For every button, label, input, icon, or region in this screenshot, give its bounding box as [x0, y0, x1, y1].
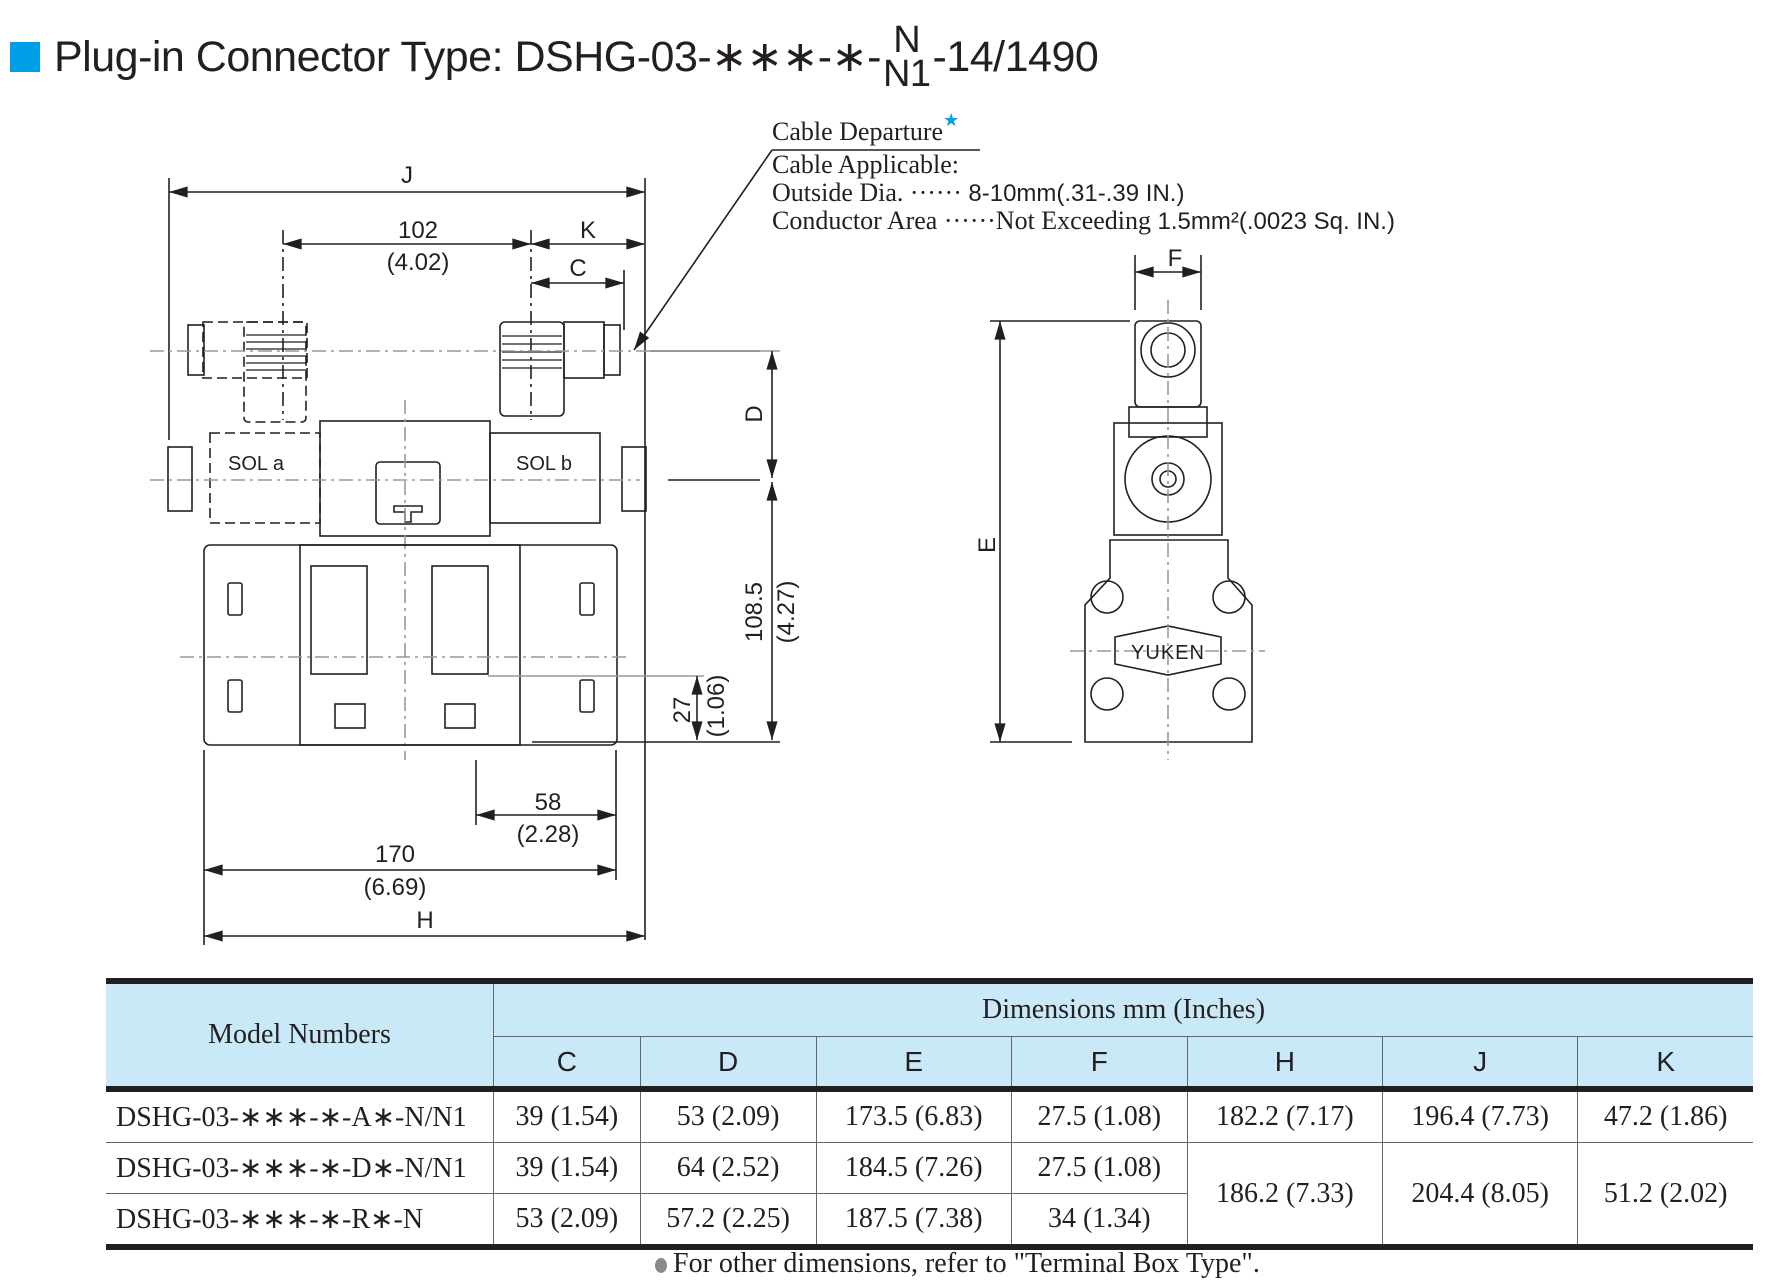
cell-f: 27.5 (1.08): [1010, 1142, 1188, 1194]
cell-e: 187.5 (7.38): [815, 1193, 1012, 1250]
title-variant-n1: N1: [882, 53, 931, 95]
title-asterisks: ∗∗∗-∗-: [711, 33, 881, 81]
table-row: DSHG-03-∗∗∗-∗-R∗-N 53 (2.09) 57.2 (2.25)…: [106, 1193, 1753, 1250]
label-k: K: [580, 217, 596, 244]
coil-a-outline: [202, 321, 308, 423]
cell-d: 64 (2.52): [639, 1142, 817, 1194]
label-102-mm: 102: [398, 217, 438, 244]
footer-note-text: For other dimensions, refer to "Terminal…: [673, 1248, 1260, 1279]
label-h: H: [416, 907, 433, 934]
leader-arrow: [633, 149, 773, 351]
label-sol-a: SOL a: [228, 453, 285, 475]
label-j: J: [401, 162, 413, 189]
conductor-area-line: Conductor Area ······Not Exceeding 1.5mm…: [772, 207, 1395, 236]
coil-a-connector: [187, 324, 205, 376]
title-prefix: Plug-in Connector Type: DSHG-03-: [54, 32, 712, 81]
cell-e: 173.5 (6.83): [815, 1086, 1012, 1143]
valve-drawing: J 102 (4.02) K C SOL a SOL b D 108.5 (4.…: [150, 149, 1265, 945]
outside-dia-value: 8-10mm(.31-.39 IN.): [968, 180, 1185, 207]
side-view: [990, 255, 1265, 760]
port-t-a-icon: [334, 703, 366, 729]
label-102-in: (4.02): [387, 249, 450, 276]
header-col-j: J: [1382, 1036, 1579, 1090]
label-sol-b: SOL b: [516, 453, 572, 475]
cell-c: 53 (2.09): [493, 1193, 641, 1250]
label-108-in: (4.27): [773, 581, 800, 644]
cable-departure-text: Cable Departure: [772, 117, 944, 146]
valve-body-side: [1084, 539, 1253, 743]
cell-d: 57.2 (2.25): [639, 1193, 817, 1250]
cell-f: 27.5 (1.08): [1010, 1086, 1188, 1143]
label-170-in: (6.69): [364, 874, 427, 901]
cell-j-merged: 204.4 (8.05): [1382, 1142, 1579, 1250]
terminal-box: [375, 461, 441, 525]
cell-k: 47.2 (1.86): [1577, 1086, 1753, 1143]
header-col-e: E: [815, 1036, 1012, 1090]
footer-note: For other dimensions, refer to "Terminal…: [655, 1248, 1260, 1280]
label-58-mm: 58: [535, 789, 562, 816]
title-variant-stack: N N1: [882, 19, 931, 95]
valve-base: [203, 544, 618, 746]
label-e: E: [974, 537, 1001, 553]
cell-model: DSHG-03-∗∗∗-∗-A∗-N/N1: [106, 1086, 494, 1143]
label-170-mm: 170: [375, 841, 415, 868]
section-bullet-icon: [10, 42, 40, 72]
brand-yuken-logo: YUKEN: [1131, 642, 1205, 664]
cable-departure-label: Cable Departure★: [772, 110, 959, 148]
cell-d: 53 (2.09): [639, 1086, 817, 1143]
label-f: F: [1168, 245, 1183, 272]
label-58-in: (2.28): [517, 821, 580, 848]
star-icon: ★: [943, 110, 960, 130]
outside-dia-label: Outside Dia. ······: [772, 178, 962, 207]
table-row: DSHG-03-∗∗∗-∗-A∗-N/N1 39 (1.54) 53 (2.09…: [106, 1086, 1753, 1143]
cell-h-merged: 186.2 (7.33): [1186, 1142, 1384, 1250]
label-108-mm: 108.5: [741, 582, 768, 642]
manual-override-a: [167, 446, 193, 512]
header-col-c: C: [493, 1036, 641, 1090]
dimensions-table: Model Numbers Dimensions mm (Inches) C D…: [106, 978, 1753, 1250]
header-col-k: K: [1577, 1036, 1753, 1090]
manual-override-b: [621, 446, 647, 512]
title-suffix: -14/1490: [932, 32, 1099, 81]
cell-j: 196.4 (7.73): [1382, 1086, 1579, 1143]
outside-dia-line: Outside Dia. ······ 8-10mm(.31-.39 IN.): [772, 179, 1184, 208]
conductor-area-label: Conductor Area ······Not Exceeding: [772, 206, 1152, 235]
coil-b-body: [563, 321, 605, 379]
coil-b-connector: [603, 324, 621, 376]
header-dimensions-group: Dimensions mm (Inches): [493, 978, 1753, 1037]
cell-model: DSHG-03-∗∗∗-∗-R∗-N: [106, 1193, 494, 1250]
label-27-mm: 27: [669, 697, 696, 724]
page-title: Plug-in Connector Type: DSHG-03- ∗∗∗-∗- …: [10, 19, 1099, 95]
conductor-area-value: 1.5mm²(.0023 Sq. IN.): [1157, 208, 1395, 235]
header-col-d: D: [639, 1036, 817, 1090]
t-mark-icon: [393, 505, 423, 523]
header-model-numbers: Model Numbers: [106, 978, 494, 1090]
cell-c: 39 (1.54): [493, 1142, 641, 1194]
cell-f: 34 (1.34): [1010, 1193, 1188, 1250]
label-27-in: (1.06): [703, 675, 730, 738]
table-row: DSHG-03-∗∗∗-∗-D∗-N/N1 39 (1.54) 64 (2.52…: [106, 1142, 1753, 1250]
cell-e: 184.5 (7.26): [815, 1142, 1012, 1194]
label-c: C: [569, 255, 586, 282]
solenoid-b: [489, 432, 601, 524]
label-d: D: [741, 405, 768, 422]
header-col-f: F: [1010, 1036, 1188, 1090]
header-col-h: H: [1186, 1036, 1384, 1090]
cell-k-merged: 51.2 (2.02): [1577, 1142, 1753, 1250]
solenoid-a: [209, 432, 321, 524]
cable-applicable-label: Cable Applicable:: [772, 150, 960, 179]
cell-c: 39 (1.54): [493, 1086, 641, 1143]
bullet-icon: [655, 1258, 667, 1274]
port-t-b-icon: [444, 703, 476, 729]
front-view: [150, 178, 780, 945]
title-variant-n: N: [893, 19, 921, 61]
cell-h: 182.2 (7.17): [1186, 1086, 1384, 1143]
cell-model: DSHG-03-∗∗∗-∗-D∗-N/N1: [106, 1142, 494, 1194]
